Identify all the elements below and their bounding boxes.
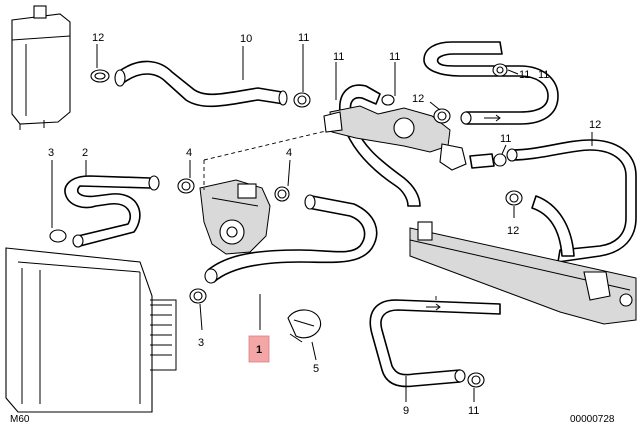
- hose-10: [423, 41, 559, 125]
- callout-11: 11: [500, 133, 511, 145]
- leader-lines: [51, 44, 593, 402]
- model-code: M60: [10, 414, 30, 425]
- callout-12: 12: [507, 225, 519, 237]
- callout-4: 4: [186, 147, 192, 159]
- hose-8: [339, 84, 421, 207]
- thermostat-housing: [323, 105, 467, 171]
- hose-2: [64, 175, 160, 248]
- clamp-11-upper: [492, 63, 508, 77]
- hose-9: [369, 299, 501, 388]
- hose-7: [506, 139, 637, 263]
- callout-8: 11: [333, 51, 344, 63]
- clamp-12-right: [505, 190, 523, 206]
- callout-11: 11: [389, 51, 400, 63]
- callout-3: 3: [48, 147, 54, 159]
- hose-6: [114, 60, 288, 108]
- radiator: [5, 247, 177, 413]
- expansion-tank: [11, 5, 71, 130]
- callout-12: 12: [92, 32, 104, 44]
- clamp-11-mid: [381, 94, 395, 106]
- callout-3: 3: [198, 337, 204, 349]
- callout-1-highlight: [248, 335, 270, 363]
- clamp-3-left: [49, 229, 67, 243]
- reference-line: [203, 129, 331, 161]
- part-5-clamp: [287, 309, 322, 343]
- diagram-number: 00000728: [570, 414, 615, 425]
- clamp-4-left: [177, 178, 195, 194]
- water-pump: [199, 179, 271, 255]
- callout-10: 11: [538, 69, 549, 81]
- clamp-12-top: [90, 69, 110, 83]
- callout-2: 2: [82, 147, 88, 159]
- clamp-3-bottom: [189, 288, 207, 304]
- clamp-4-right: [274, 186, 290, 202]
- callout-11: 11: [519, 69, 530, 81]
- callout-1: 1: [256, 344, 262, 356]
- cross-member: [409, 221, 637, 325]
- clamp-11-bottom: [467, 372, 485, 388]
- callout-6: 10: [240, 33, 252, 45]
- callout-11: 11: [468, 405, 479, 417]
- callout-12: 12: [412, 93, 424, 105]
- callout-9: 9: [403, 405, 409, 417]
- callout-4: 4: [286, 147, 292, 159]
- callout-11: 11: [298, 32, 309, 44]
- callout-7: 12: [589, 119, 601, 131]
- clamp-12-mid: [433, 108, 451, 124]
- pipe-connector: [469, 153, 507, 169]
- hose-1: [204, 194, 378, 284]
- clamp-11-top: [293, 92, 311, 108]
- callout-5: 5: [313, 363, 319, 375]
- hose-7-lower: [531, 195, 575, 257]
